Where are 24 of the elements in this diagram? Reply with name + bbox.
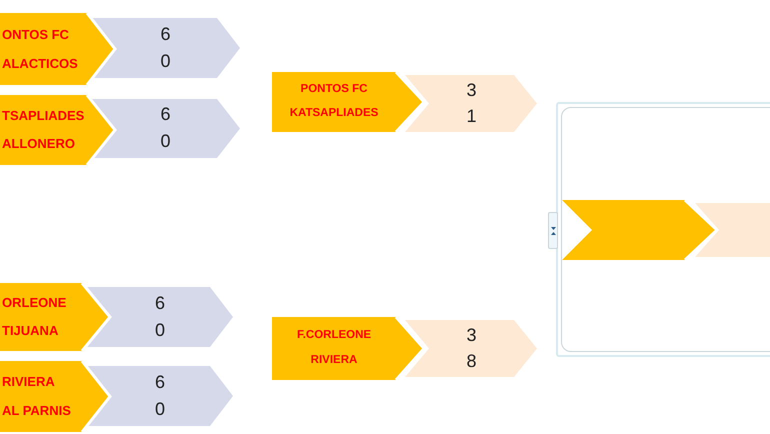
team-name: PONTOS FC <box>300 82 368 97</box>
score: 6 <box>154 292 165 314</box>
team-name: AL PARNIS <box>2 403 71 419</box>
team-name: KATSAPLIADES <box>290 107 378 122</box>
score: 0 <box>160 50 170 72</box>
score: 6 <box>160 104 170 126</box>
score: 6 <box>160 24 170 46</box>
score: 3 <box>466 80 476 102</box>
score: 0 <box>154 320 165 342</box>
score: 6 <box>154 372 165 394</box>
score: 0 <box>160 131 170 153</box>
team-name: RIVIERA <box>2 374 55 390</box>
score: 8 <box>466 350 476 372</box>
team-name: RIVIERA <box>310 354 358 368</box>
team-name: TSAPLIADES <box>2 108 84 124</box>
score: 1 <box>466 106 476 128</box>
score: 3 <box>466 324 476 346</box>
team-name: TIJUANA <box>2 323 58 339</box>
team-name: ALACTICOS <box>2 56 78 72</box>
team-name: F.CORLEONE <box>296 328 372 343</box>
team-name: ORLEONE <box>2 295 66 311</box>
team-name: ALLONERO <box>2 136 75 152</box>
score: 0 <box>154 398 165 420</box>
team-name: ONTOS FC <box>2 26 69 42</box>
